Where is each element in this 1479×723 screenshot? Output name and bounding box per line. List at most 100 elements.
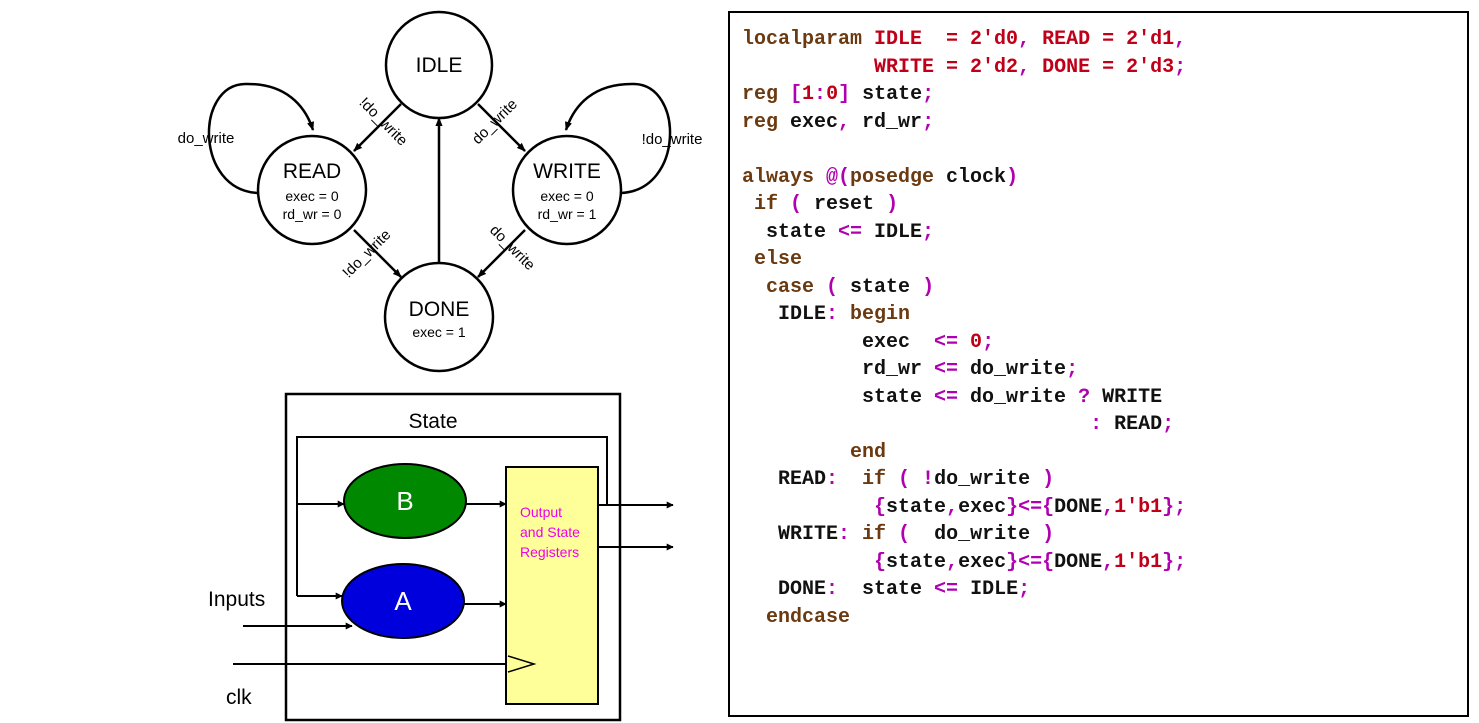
block-a bbox=[341, 563, 465, 639]
code-line: rd_wr <= do_write; bbox=[742, 356, 1186, 384]
label-read-self: do_write bbox=[178, 130, 235, 147]
code-token: ( bbox=[790, 193, 815, 216]
code-token: IDLE bbox=[874, 220, 923, 244]
code-token: , bbox=[838, 110, 851, 134]
state-read-output-exec: exec = 0 bbox=[285, 188, 339, 204]
code-token: state bbox=[850, 275, 923, 299]
code-token: IDLE bbox=[970, 578, 1019, 601]
code-line: IDLE: begin bbox=[742, 301, 1186, 329]
code-line: WRITE = 2'd2, DONE = 2'd3; bbox=[742, 54, 1186, 82]
code-token bbox=[742, 56, 874, 79]
code-line: exec <= 0; bbox=[742, 329, 1186, 357]
code-token: 1'b1 bbox=[1114, 550, 1163, 574]
code-line: : READ; bbox=[742, 411, 1186, 439]
code-token: , bbox=[946, 550, 959, 574]
block-a-label: A bbox=[394, 586, 412, 616]
state-idle-name: IDLE bbox=[416, 54, 463, 77]
code-token: reset bbox=[814, 193, 887, 216]
code-line: endcase bbox=[742, 604, 1186, 632]
code-token: , bbox=[1018, 28, 1043, 51]
code-token: ( ! bbox=[898, 468, 935, 491]
code-token: ( bbox=[826, 275, 851, 299]
transition-read-to-done bbox=[353, 229, 402, 278]
code-token: case bbox=[766, 275, 827, 299]
code-token: ; bbox=[1018, 578, 1031, 601]
output-state-registers bbox=[505, 466, 599, 705]
state-idle bbox=[384, 10, 494, 120]
code-token: ; bbox=[922, 110, 935, 134]
code-token: IDLE = 2'd0 bbox=[874, 28, 1019, 51]
label-write-self: !do_write bbox=[642, 131, 703, 148]
code-line: case ( state ) bbox=[742, 274, 1186, 302]
code-token: DONE bbox=[1054, 550, 1103, 574]
state-write-name: WRITE bbox=[533, 160, 601, 183]
code-token: ) bbox=[1006, 165, 1019, 189]
code-token: <= bbox=[934, 358, 971, 381]
code-token: WRITE bbox=[1102, 385, 1163, 409]
code-token: ( bbox=[898, 523, 935, 546]
code-token: endcase bbox=[766, 605, 851, 629]
code-line: always @(posedge clock) bbox=[742, 164, 1186, 192]
code-token: begin bbox=[850, 303, 911, 326]
transition-idle-to-write bbox=[477, 103, 526, 152]
code-token: reg bbox=[742, 110, 791, 134]
code-token: ) bbox=[1042, 523, 1055, 546]
code-token: state bbox=[742, 385, 935, 409]
code-token: 1'b1 bbox=[1114, 495, 1163, 519]
code-token: state bbox=[886, 495, 947, 519]
code-token: ; bbox=[922, 83, 935, 106]
code-token: DONE bbox=[1054, 495, 1103, 519]
code-token: ) bbox=[886, 193, 899, 216]
state-write bbox=[511, 134, 623, 246]
code-token: [ bbox=[790, 83, 803, 106]
code-token: do_write bbox=[934, 523, 1043, 546]
code-token: : bbox=[826, 468, 863, 491]
code-token: if bbox=[862, 468, 899, 491]
code-token: do_write bbox=[970, 358, 1067, 381]
clock-edge-symbol bbox=[507, 655, 537, 673]
code-token: <= bbox=[838, 220, 875, 244]
code-token: READ bbox=[1114, 413, 1163, 436]
code-token bbox=[742, 551, 874, 574]
code-token: exec bbox=[742, 330, 935, 354]
code-token: state bbox=[850, 83, 923, 106]
code-line bbox=[742, 136, 1186, 164]
code-token: READ = 2'd1 bbox=[1042, 28, 1175, 51]
state-read bbox=[256, 134, 368, 246]
code-line: state <= do_write ? WRITE bbox=[742, 384, 1186, 412]
state-write-output-exec: exec = 0 bbox=[540, 188, 594, 204]
code-token: }; bbox=[1162, 550, 1187, 574]
code-token: ) bbox=[922, 275, 935, 299]
code-token: WRITE = 2'd2 bbox=[874, 55, 1019, 79]
code-token: <= bbox=[934, 330, 971, 354]
code-token: <= bbox=[934, 385, 971, 409]
code-token: posedge bbox=[850, 165, 947, 189]
code-token: }<={ bbox=[1006, 495, 1055, 519]
block-b bbox=[343, 463, 467, 539]
code-token: ) bbox=[1042, 468, 1055, 491]
code-token: state bbox=[742, 220, 839, 244]
clk-label: clk bbox=[226, 686, 252, 709]
code-token: { bbox=[874, 495, 887, 519]
block-diagram: State B A Output and State Registers bbox=[208, 392, 674, 722]
fsm-diagrams: IDLE READ exec = 0 rd_wr = 0 WRITE exec … bbox=[178, 10, 703, 722]
code-token: }<={ bbox=[1006, 550, 1055, 574]
code-token: if bbox=[754, 193, 791, 216]
code-token: { bbox=[874, 550, 887, 574]
verilog-code: localparam IDLE = 2'd0, READ = 2'd1, WRI… bbox=[742, 26, 1186, 631]
code-line: READ: if ( !do_write ) bbox=[742, 466, 1186, 494]
code-token: reg bbox=[742, 83, 791, 106]
transition-write-to-done bbox=[477, 229, 526, 278]
code-token: state bbox=[886, 550, 947, 574]
code-token: state bbox=[862, 578, 935, 601]
state-done-name: DONE bbox=[409, 298, 470, 321]
state-read-name: READ bbox=[283, 160, 341, 183]
code-line: reg [1:0] state; bbox=[742, 81, 1186, 109]
label-read-to-done: !do_write bbox=[339, 226, 394, 281]
code-token: 0 bbox=[826, 83, 839, 106]
code-token: @( bbox=[826, 165, 851, 189]
code-token: <= bbox=[934, 578, 971, 601]
code-token: ; bbox=[1174, 55, 1187, 79]
code-line: DONE: state <= IDLE; bbox=[742, 576, 1186, 604]
code-token: if bbox=[862, 523, 899, 546]
